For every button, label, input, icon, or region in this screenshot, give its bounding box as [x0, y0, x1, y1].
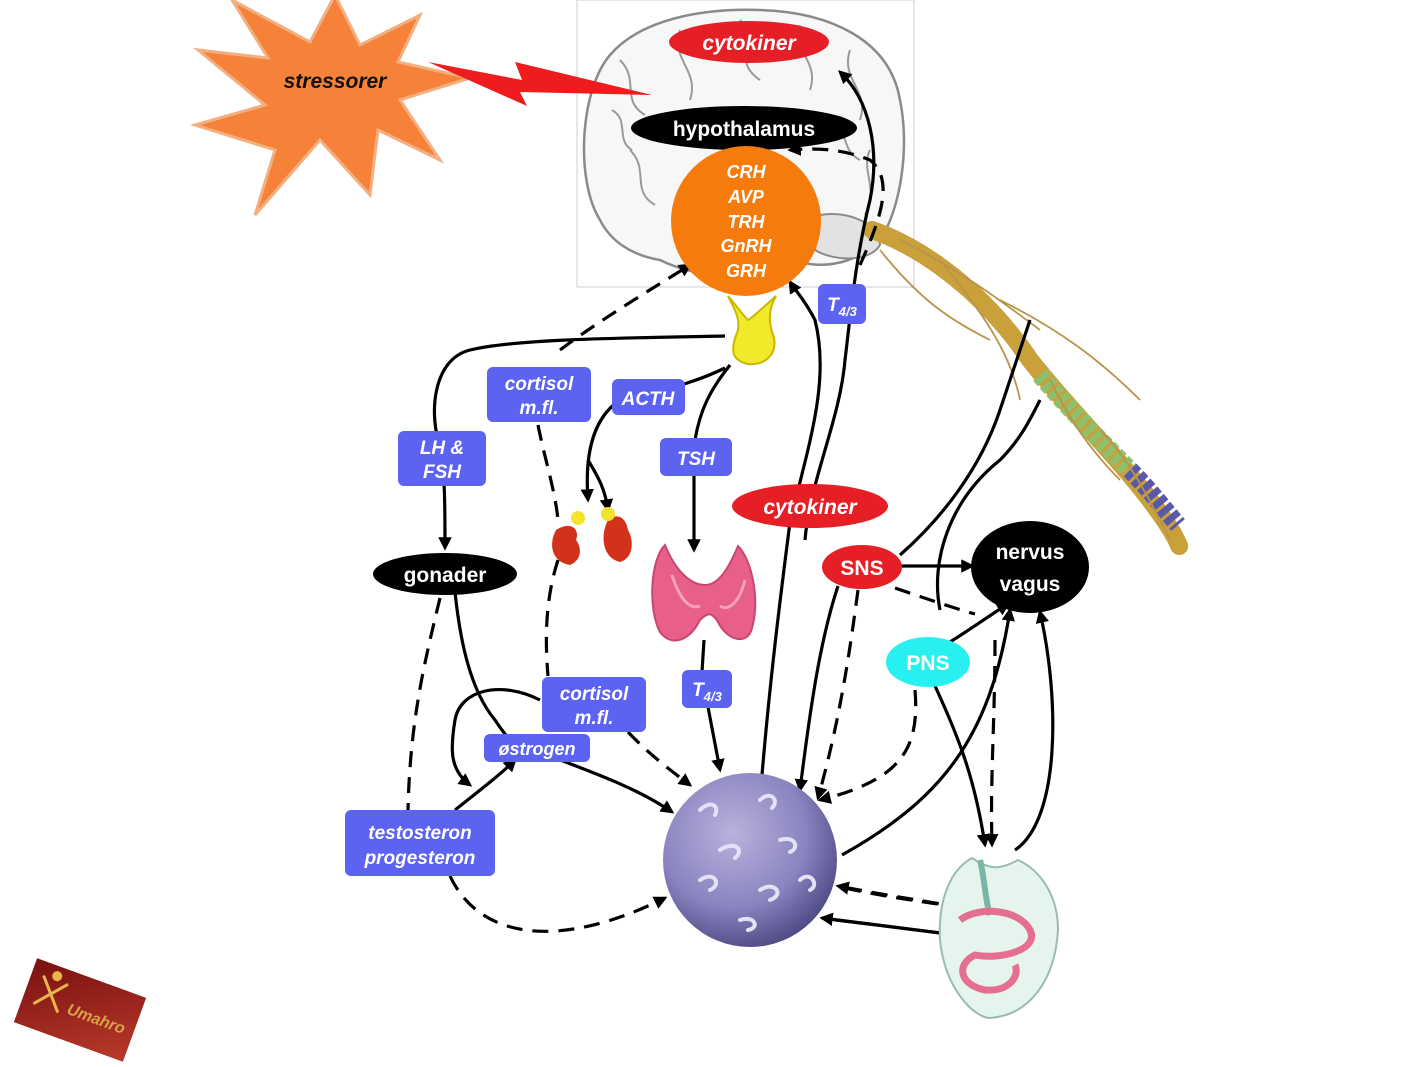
acth-box: ACTH	[612, 379, 685, 415]
gonader: gonader	[373, 553, 517, 595]
cortisol-lower-line1: cortisol	[560, 684, 629, 705]
thyroid-gland-icon	[651, 543, 757, 642]
vagus-label: vagus	[1000, 573, 1061, 596]
tsh-box: TSH	[660, 438, 732, 476]
lightning-icon	[428, 62, 652, 106]
hormone-avp: AVP	[727, 187, 765, 207]
nervus-label: nervus	[996, 541, 1065, 564]
cortisol-upper-box: cortisol m.fl.	[487, 367, 591, 422]
cortisol-upper-line1: cortisol	[505, 374, 574, 395]
cytokiner-top: cytokiner	[669, 21, 829, 63]
lh-fsh-line2: FSH	[423, 462, 462, 483]
adrenal-glands-icon	[552, 507, 632, 565]
pituitary-gland-icon	[727, 295, 777, 366]
pns: PNS	[886, 637, 970, 687]
hormone-trh: TRH	[728, 212, 766, 232]
stressorer-label: stressorer	[284, 70, 389, 93]
lh-fsh-line1: LH &	[420, 438, 464, 459]
nervus-vagus: nervus vagus	[971, 521, 1089, 613]
pns-label: PNS	[906, 652, 949, 675]
releasing-hormones: CRH AVP TRH GnRH GRH	[671, 146, 821, 296]
digestive-tract-icon	[938, 856, 1060, 1020]
cortisol-lower-box: cortisol m.fl.	[542, 677, 646, 732]
hypothalamus-label: hypothalamus	[673, 118, 815, 141]
t43-upper-box: T4/3	[818, 284, 866, 324]
ostrogen-box: østrogen	[484, 734, 590, 762]
cytokiner-mid-label: cytokiner	[763, 496, 858, 519]
logo-icon: Umahro	[13, 958, 147, 1062]
cortisol-upper-line2: m.fl.	[519, 398, 558, 419]
acth-label: ACTH	[621, 389, 676, 410]
sns-label: SNS	[840, 557, 883, 580]
cytokiner-mid: cytokiner	[732, 484, 888, 528]
testosteron-progesteron-box: testosteron progesteron	[345, 810, 495, 876]
ostrogen-label: østrogen	[498, 739, 575, 759]
t43-lower-label: T4/3	[692, 680, 722, 704]
stressor-starburst: stressorer	[189, 0, 476, 216]
cortisol-lower-line2: m.fl.	[574, 708, 613, 729]
hormone-grh: GRH	[726, 261, 767, 281]
t43-upper-label: T4/3	[827, 295, 857, 319]
hormone-gnrh: GnRH	[721, 236, 773, 256]
sns: SNS	[822, 545, 902, 589]
lh-fsh-box: LH & FSH	[398, 431, 486, 486]
t43-lower-box: T4/3	[682, 670, 732, 708]
progesteron-label: progesteron	[364, 848, 476, 869]
tsh-label: TSH	[677, 449, 716, 470]
hypothalamus: hypothalamus	[631, 106, 857, 150]
spine-icon	[863, 221, 1189, 557]
testosteron-label: testosteron	[368, 823, 471, 844]
immune-cell-icon	[663, 773, 837, 947]
gonader-label: gonader	[404, 564, 487, 587]
hormone-crh: CRH	[727, 162, 767, 182]
cytokiner-top-label: cytokiner	[702, 32, 797, 55]
